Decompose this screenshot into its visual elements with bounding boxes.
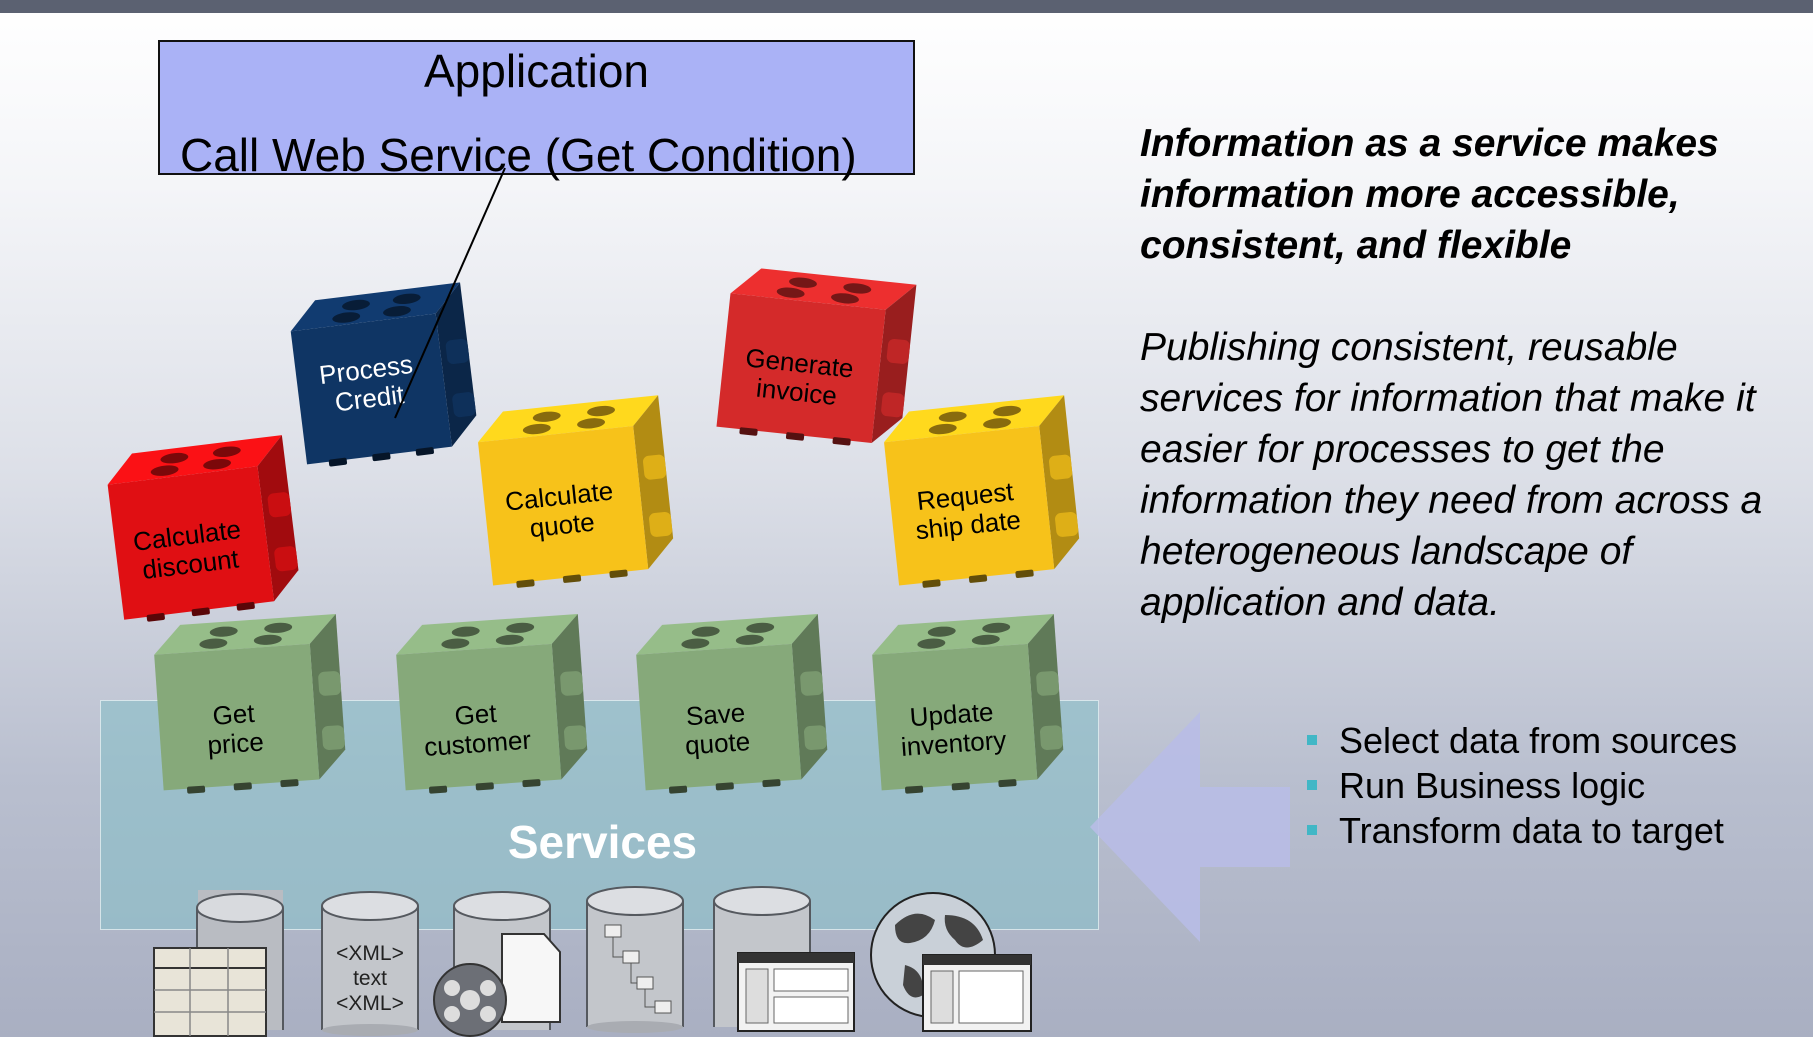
block-label: Save quote xyxy=(684,697,752,761)
xml-text-3: <XML> xyxy=(336,992,404,1015)
lego-cube-icon xyxy=(884,395,1080,588)
web-application-icon xyxy=(870,892,1032,1032)
application-title: Application xyxy=(423,45,650,97)
bullet-square-icon xyxy=(1307,825,1317,835)
block-save-quote: Save quote xyxy=(634,614,836,799)
relational-table-icon xyxy=(153,890,284,1037)
bullet-item: Select data from sources xyxy=(1305,718,1737,763)
block-request-ship-date: Request ship date xyxy=(881,395,1089,594)
application-call-text: Call Web Service (Get Condition) xyxy=(180,129,857,181)
block-calculate-quote: Calculate quote xyxy=(475,395,683,594)
block-label: Process Credit xyxy=(317,348,415,418)
bullet-list: Select data from sources Run Business lo… xyxy=(1305,718,1737,853)
block-label: Calculate quote xyxy=(503,475,615,544)
lego-cube-icon xyxy=(716,268,917,446)
media-content-icon xyxy=(433,891,561,1037)
bullet-square-icon xyxy=(1307,780,1317,790)
bullet-text: Select data from sources xyxy=(1339,720,1738,761)
application-database-icon xyxy=(713,886,855,1032)
xml-text-1: <XML> xyxy=(336,942,404,965)
services-label: Services xyxy=(507,816,698,868)
block-calculate-discount: Calculate discount xyxy=(104,434,309,627)
block-get-customer: Get customer xyxy=(394,614,596,799)
lego-cube-icon xyxy=(154,614,346,794)
lego-cube-icon xyxy=(636,614,828,794)
xml-text-2: text xyxy=(353,967,387,990)
block-label: Request ship date xyxy=(914,476,1023,546)
headline: Information as a service makes informati… xyxy=(1140,122,1719,267)
block-label: Get customer xyxy=(423,697,532,763)
bullet-square-icon xyxy=(1307,735,1317,745)
bullet-item: Run Business logic xyxy=(1305,763,1737,808)
block-get-price: Get price xyxy=(152,614,354,799)
bullet-item: Transform data to target xyxy=(1305,808,1737,853)
lego-cube-icon xyxy=(872,614,1064,794)
block-update-inventory: Update inventory xyxy=(870,614,1072,799)
body-text: Publishing consistent, reusable services… xyxy=(1140,326,1763,624)
xml-database-icon: <XML> text <XML> xyxy=(321,891,419,1036)
block-label: Get price xyxy=(206,697,265,761)
block-label: Update inventory xyxy=(899,696,1008,762)
block-generate-invoice: Generate invoice xyxy=(716,266,923,455)
bullet-text: Transform data to target xyxy=(1339,810,1724,851)
top-bar xyxy=(0,0,1813,13)
lego-cube-icon xyxy=(107,435,299,622)
lego-cube-icon xyxy=(396,614,588,794)
block-process-credit: Process Credit xyxy=(287,282,486,473)
hierarchical-data-icon xyxy=(586,886,684,1033)
left-arrow-icon xyxy=(1090,712,1290,942)
block-label: Calculate discount xyxy=(131,513,243,585)
bullet-text: Run Business logic xyxy=(1339,765,1646,806)
lego-cube-icon xyxy=(478,395,674,588)
application-box: Application Call Web Service (Get Condit… xyxy=(158,40,915,181)
